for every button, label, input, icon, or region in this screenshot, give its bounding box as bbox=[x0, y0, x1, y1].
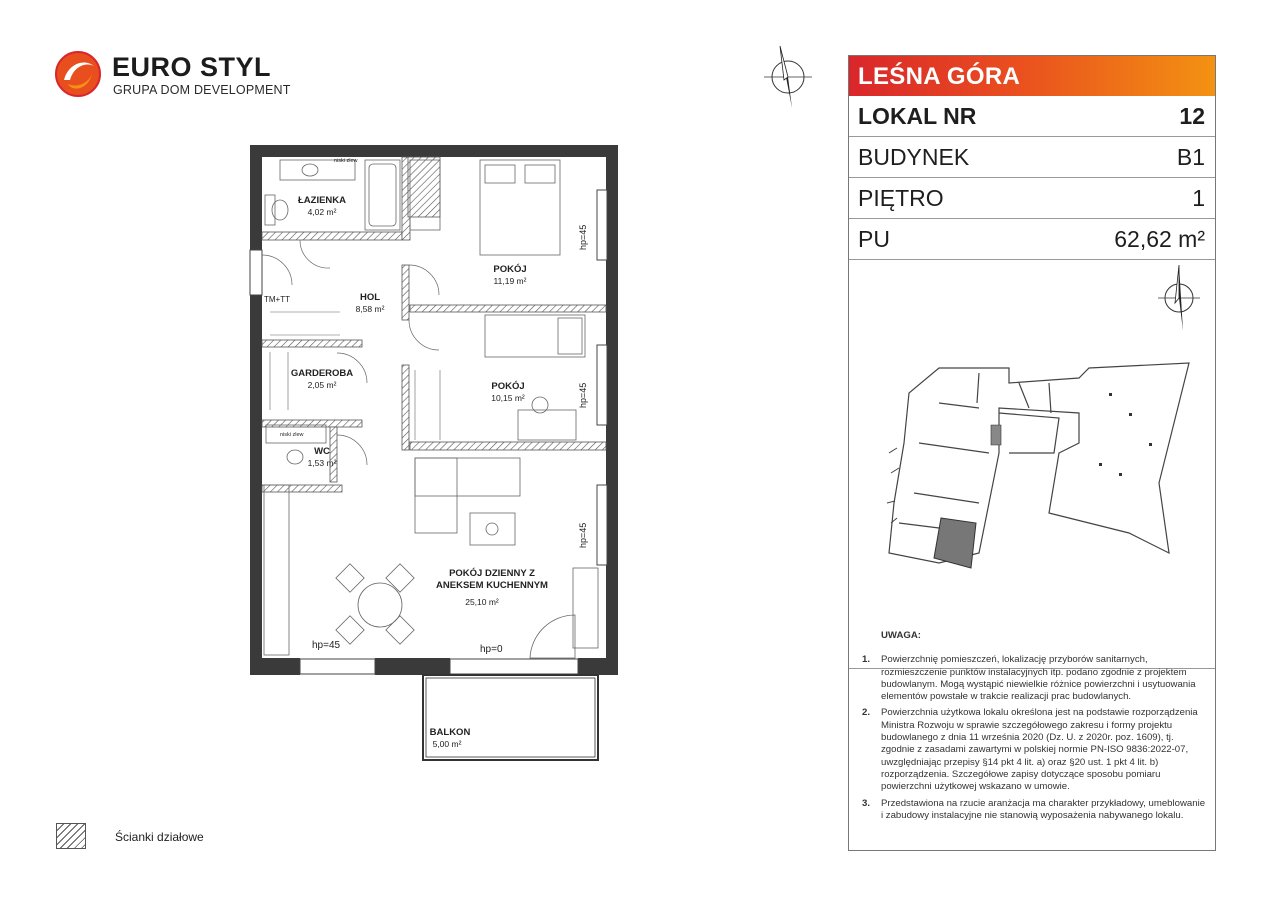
project-title-bar: LEŚNA GÓRA bbox=[849, 56, 1215, 96]
euro-styl-logo-icon bbox=[55, 51, 101, 97]
room-name-bedroom-1: POKÓJ bbox=[493, 263, 526, 275]
row-value: 62,62 m² bbox=[1114, 226, 1205, 252]
sink-label-wc: niski zlew bbox=[280, 432, 304, 438]
selected-unit-highlight bbox=[933, 517, 977, 569]
room-area-wardrobe: 2,05 m² bbox=[308, 380, 337, 390]
note-text: Powierzchnia użytkowa lokalu określona j… bbox=[881, 707, 1198, 793]
tm-tt-label: TM+TT bbox=[264, 295, 290, 304]
room-labels: ŁAZIENKA 4,02 m² POKÓJ 11,19 m² HOL 8,58… bbox=[291, 195, 548, 749]
room-area-hall: 8,58 m² bbox=[356, 304, 385, 314]
hp45-label-living: hp=45 bbox=[578, 523, 588, 548]
bathroom-fixtures bbox=[264, 159, 401, 465]
note-item: 1. Powierzchnię pomieszczeń, lokalizację… bbox=[859, 654, 1209, 703]
room-area-bathroom: 4,02 m² bbox=[308, 207, 337, 217]
row-unit-number: LOKAL NR 12 bbox=[849, 96, 1215, 137]
hp45-label-bedroom-2: hp=45 bbox=[578, 383, 588, 408]
room-name-bedroom-2: POKÓJ bbox=[491, 380, 524, 392]
room-name-bathroom: ŁAZIENKA bbox=[298, 195, 346, 206]
project-title: LEŚNA GÓRA bbox=[858, 63, 1021, 90]
balcony bbox=[422, 674, 599, 761]
note-number: 1. bbox=[862, 654, 871, 666]
row-label: PU bbox=[858, 226, 890, 252]
hp45-label-bedroom-1: hp=45 bbox=[578, 225, 588, 250]
notes-header: UWAGA: bbox=[881, 630, 921, 641]
row-floor: PIĘTRO 1 bbox=[849, 178, 1215, 219]
room-area-bedroom-2: 10,15 m² bbox=[491, 393, 525, 403]
row-label: PIĘTRO bbox=[858, 185, 944, 211]
room-name-living: POKÓJ DZIENNY Z bbox=[449, 567, 535, 579]
row-label: BUDYNEK bbox=[858, 144, 970, 170]
note-number: 2. bbox=[862, 707, 871, 719]
note-text: Przedstawiona na rzucie aranżacja ma cha… bbox=[881, 797, 1206, 821]
partition-legend-label: Ścianki działowe bbox=[115, 830, 204, 844]
room-name-hall: HOL bbox=[360, 292, 380, 303]
logo: EURO STYL GRUPA DOM DEVELOPMENT bbox=[54, 50, 294, 102]
hp45-label-window: hp=45 bbox=[312, 640, 341, 651]
north-arrow-small-icon bbox=[1158, 264, 1200, 331]
room-area-bedroom-1: 11,19 m² bbox=[494, 276, 527, 286]
building-site-map bbox=[886, 362, 1190, 569]
hp0-label: hp=0 bbox=[480, 644, 503, 655]
row-value: 1 bbox=[1192, 185, 1205, 211]
room-area-wc: 1,53 m² bbox=[308, 458, 337, 468]
row-area: PU 62,62 m² bbox=[849, 219, 1215, 260]
info-panel: LEŚNA GÓRA LOKAL NR 12 BUDYNEK B1 PIĘTRO… bbox=[848, 55, 1216, 851]
room-name-wardrobe: GARDEROBA bbox=[291, 368, 353, 379]
note-text: Powierzchnię pomieszczeń, lokalizację pr… bbox=[881, 654, 1196, 703]
north-arrow-icon bbox=[764, 45, 812, 108]
room-area-balcony: 5,00 m² bbox=[433, 739, 462, 749]
brand-name: EURO STYL bbox=[112, 52, 272, 82]
row-label: LOKAL NR bbox=[858, 103, 977, 129]
room-name-balcony: BALKON bbox=[430, 727, 471, 738]
room-name-living-2: ANEKSEM KUCHENNYM bbox=[436, 580, 548, 591]
brand-subtitle: GRUPA DOM DEVELOPMENT bbox=[113, 83, 291, 97]
note-item: 3. Przedstawiona na rzucie aranżacja ma … bbox=[859, 798, 1209, 823]
windows bbox=[249, 189, 608, 675]
room-area-living: 25,10 m² bbox=[465, 597, 499, 607]
partition-legend-swatch bbox=[56, 823, 86, 849]
note-item: 2. Powierzchnia użytkowa lokalu określon… bbox=[859, 707, 1209, 793]
site-map-area bbox=[849, 258, 1215, 669]
room-name-wc: WC bbox=[314, 446, 330, 457]
sink-label-bathroom: niski zlew bbox=[334, 158, 358, 164]
door-swings bbox=[261, 239, 440, 466]
living-furniture bbox=[263, 457, 599, 659]
note-number: 3. bbox=[862, 797, 871, 809]
row-value: 12 bbox=[1179, 103, 1205, 129]
partition-walls bbox=[261, 156, 607, 493]
row-building: BUDYNEK B1 bbox=[849, 137, 1215, 178]
plan-misc-labels: TM+TT hp=45 hp=0 hp=45 hp=45 hp=45 niski… bbox=[264, 158, 588, 655]
notes-section: UWAGA: 1. Powierzchnię pomieszczeń, loka… bbox=[859, 630, 1209, 826]
row-value: B1 bbox=[1176, 144, 1205, 170]
wardrobes bbox=[269, 311, 441, 440]
bedroom-furniture bbox=[409, 159, 586, 441]
floor-plan: ŁAZIENKA 4,02 m² POKÓJ 11,19 m² HOL 8,58… bbox=[249, 145, 618, 761]
